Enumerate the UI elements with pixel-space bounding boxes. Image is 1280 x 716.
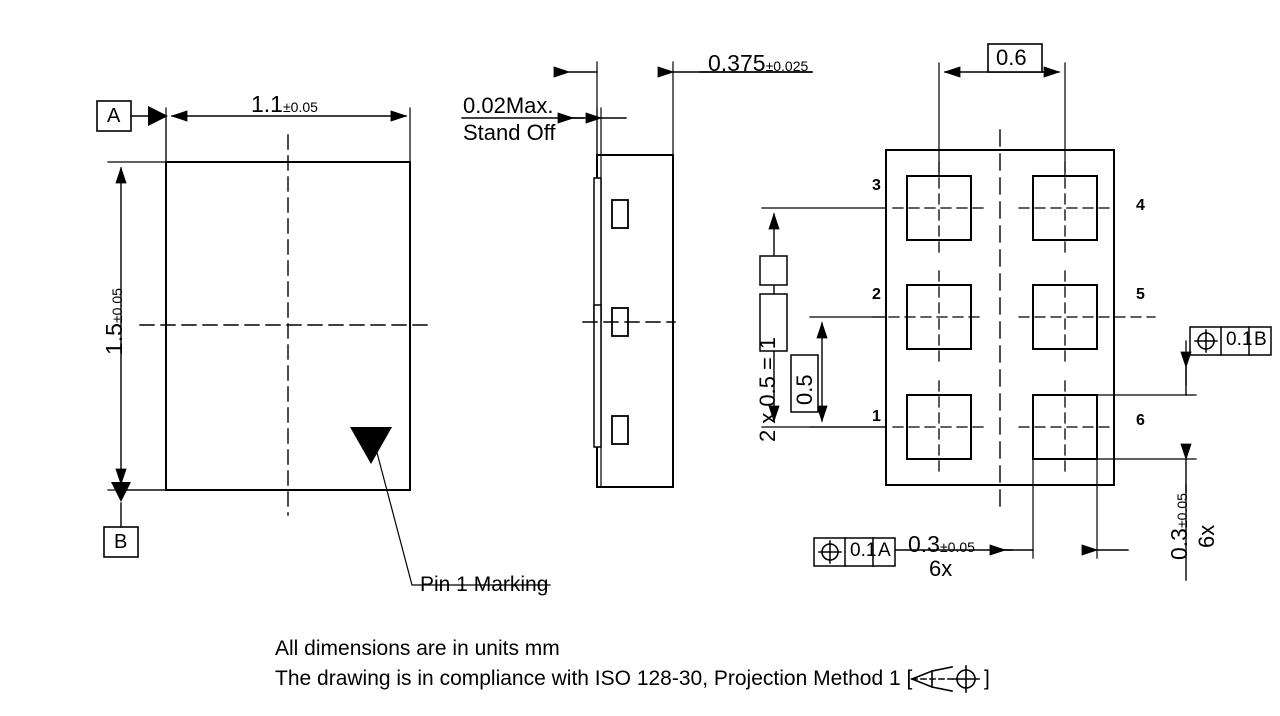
top-view-geometry: [96, 100, 551, 586]
pad-pitch-y-total-label: 2 x 0.5 = 1: [755, 336, 780, 442]
fcf-a-frame: [813, 537, 896, 567]
side-view-terminal-left-top: [593, 177, 602, 321]
top-view-width-dimension: 1.1±0.05: [251, 93, 318, 116]
top-view-height-dimension: 1.5±0.05: [101, 288, 127, 355]
pin-number-6: 6: [1136, 412, 1145, 429]
pad-width-value: 0.3: [908, 531, 940, 557]
standard-note-text: The drawing is in compliance with ISO 12…: [275, 667, 913, 690]
pitch-y-step-basic-box: [759, 293, 788, 352]
pitch-y-total-equals: =: [755, 357, 780, 371]
side-view-thickness-dimension: 0.375±0.025: [708, 52, 808, 75]
pitch-y-total-value: 1: [755, 336, 780, 350]
pin1-leader-line: [370, 429, 551, 586]
side-view-geometry: [461, 61, 813, 488]
standard-note-close: ]: [984, 667, 990, 690]
pitch-y-basic-box: [790, 354, 819, 413]
top-view-height-tolerance: ±0.05: [109, 288, 125, 324]
side-view-body-outline: [596, 154, 674, 488]
pitch-y-total-basic-box: [759, 255, 788, 286]
thickness-tolerance: ±0.025: [765, 58, 809, 74]
pad-width-count: 6x: [929, 556, 953, 581]
pitch-x-basic-box: [987, 43, 1043, 73]
pad-center-marks: [872, 161, 1156, 474]
datum-a-triangle: [148, 106, 168, 126]
top-view-width-value: 1.1: [251, 91, 283, 117]
datum-b-triangle: [111, 482, 131, 502]
side-view-terminal-window-1: [611, 199, 629, 229]
fcf-b-frame: [1185, 326, 1272, 386]
datum-b-label: B: [114, 531, 128, 553]
pin-number-5: 5: [1136, 286, 1145, 303]
units-note: All dimensions are in units mm: [275, 637, 560, 660]
top-view-width-tolerance: ±0.05: [282, 99, 318, 115]
thickness-value: 0.375: [708, 50, 766, 76]
pad-width-tolerance: ±0.05: [939, 539, 975, 555]
fcf-a-datum: A: [878, 540, 891, 561]
pin-number-1: 1: [872, 408, 881, 425]
pin-number-4: 4: [1136, 197, 1145, 214]
fcf-b-tolerance: 0.1: [1226, 329, 1253, 350]
top-view-height-value: 1.5: [101, 323, 127, 355]
datum-a-box: [96, 100, 132, 132]
standard-note: The drawing is in compliance with ISO 12…: [275, 668, 912, 689]
pad-pitch-x-label: 0.6: [996, 45, 1027, 70]
pad-height-value: 0.3: [1166, 528, 1192, 560]
iso-projection-symbol: [909, 665, 980, 693]
side-view-terminal-left-mid: [593, 304, 602, 448]
pin-number-3: 3: [872, 177, 881, 194]
pin1-marking-triangle: [350, 427, 392, 464]
standoff-dimension-line2: Stand Off: [463, 122, 556, 144]
pad-pitch-y-label: 0.5: [792, 374, 817, 405]
pad-height-dimension: 0.3±0.05: [1166, 493, 1192, 560]
fcf-a-tolerance: 0.1: [850, 540, 877, 561]
pad-height-tolerance: ±0.05: [1174, 493, 1190, 529]
fcf-b-datum: B: [1254, 329, 1267, 350]
standoff-caption: Stand Off: [463, 120, 556, 145]
standoff-dimension-line1: 0.02Max.: [463, 95, 554, 117]
pin-number-2: 2: [872, 286, 881, 303]
standoff-value: 0.02Max.: [463, 93, 554, 118]
datum-a-label: A: [107, 105, 121, 127]
pad-width-dimension: 0.3±0.05: [908, 533, 975, 556]
pitch-y-total-basic: 0.5: [755, 376, 780, 407]
pitch-y-total-prefix: 2 x: [755, 412, 780, 442]
side-view-terminal-window-3: [611, 415, 629, 445]
pad-height-count: 6x: [1194, 524, 1219, 548]
pin1-marking-label: Pin 1 Marking: [420, 573, 549, 596]
bottom-view-geometry: [759, 43, 1272, 581]
